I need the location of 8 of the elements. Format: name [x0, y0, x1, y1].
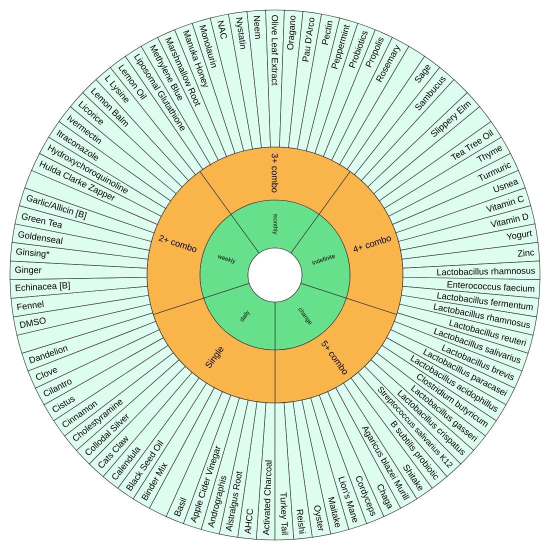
outer-ring-sector: Neem: [246, 10, 271, 148]
outer-ring-sector: Olive Leaf Extract: [265, 10, 285, 148]
outer-ring-sector: Oragano: [279, 10, 304, 148]
outer-ring-sector: Ginger: [10, 260, 148, 280]
outer-ring-sector: Turkey Tail: [274, 402, 294, 540]
outer-ring-sector: Zinc: [402, 242, 540, 269]
middle-ring-sector: 3+ combo: [199, 146, 351, 215]
outer-ring-sector: Echinacea [B]: [10, 276, 148, 299]
